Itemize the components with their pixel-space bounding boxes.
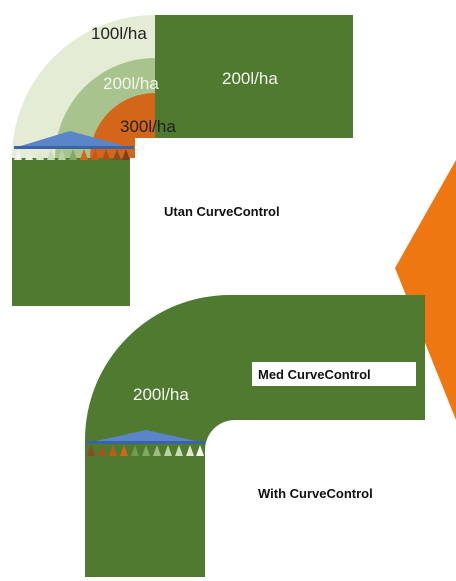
- nozzle-triangle-icon: [36, 149, 44, 160]
- nozzle-triangle-icon: [131, 445, 139, 456]
- sprayer-boom-icon: [14, 131, 132, 148]
- nozzle-triangle-icon: [91, 149, 99, 160]
- straight-field-section: [155, 15, 353, 138]
- sprayer-boom-bar: [14, 146, 134, 149]
- nozzle-triangle-icon: [175, 445, 183, 456]
- nozzle-triangle-icon: [164, 445, 172, 456]
- vertical-field-section: [12, 158, 130, 306]
- nozzle-triangle-icon: [69, 149, 77, 160]
- sprayer-boom-bar: [87, 441, 205, 444]
- top-spray-diagram: 100l/ha 200l/ha 300l/ha 200l/ha Utan Cur…: [12, 15, 353, 306]
- nozzle-triangle-icon: [122, 149, 130, 160]
- caption-med-curvecontrol: Med CurveControl: [258, 367, 371, 382]
- caption-box-med: [252, 362, 416, 386]
- caption-with-curvecontrol: With CurveControl: [258, 486, 373, 501]
- nozzle-triangle-icon: [196, 445, 204, 456]
- nozzle-triangle-icon: [153, 445, 161, 456]
- rate-label-200-uniform: 200l/ha: [133, 385, 189, 404]
- nozzle-triangle-icon: [186, 445, 194, 456]
- orange-arrow-shape: [395, 160, 456, 420]
- nozzle-triangle-icon: [47, 149, 55, 160]
- nozzle-triangle-icon: [87, 445, 95, 456]
- nozzle-triangle-icon: [80, 149, 88, 160]
- bottom-spray-diagram: 200l/ha Med CurveControl With CurveContr…: [85, 295, 425, 577]
- rate-label-300: 300l/ha: [120, 117, 176, 136]
- nozzle-triangle-icon: [142, 445, 150, 456]
- caption-utan-curvecontrol: Utan CurveControl: [164, 204, 280, 219]
- nozzle-triangle-icon: [58, 149, 66, 160]
- nozzle-triangle-icon: [102, 149, 110, 160]
- rate-label-200-curve: 200l/ha: [103, 74, 159, 93]
- bottom-nozzle-row: [87, 445, 204, 456]
- nozzle-triangle-icon: [98, 445, 106, 456]
- inner-corner-gap: [135, 138, 160, 162]
- nozzle-triangle-icon: [25, 149, 33, 160]
- nozzle-triangle-icon: [14, 149, 22, 160]
- sprayer-boom-icon: [87, 430, 205, 443]
- nozzle-triangle-icon: [109, 445, 117, 456]
- nozzle-triangle-icon: [113, 149, 121, 160]
- top-nozzle-row: [14, 149, 130, 160]
- nozzle-triangle-icon: [120, 445, 128, 456]
- rate-label-200-straight: 200l/ha: [222, 69, 278, 88]
- rate-label-100: 100l/ha: [91, 24, 147, 43]
